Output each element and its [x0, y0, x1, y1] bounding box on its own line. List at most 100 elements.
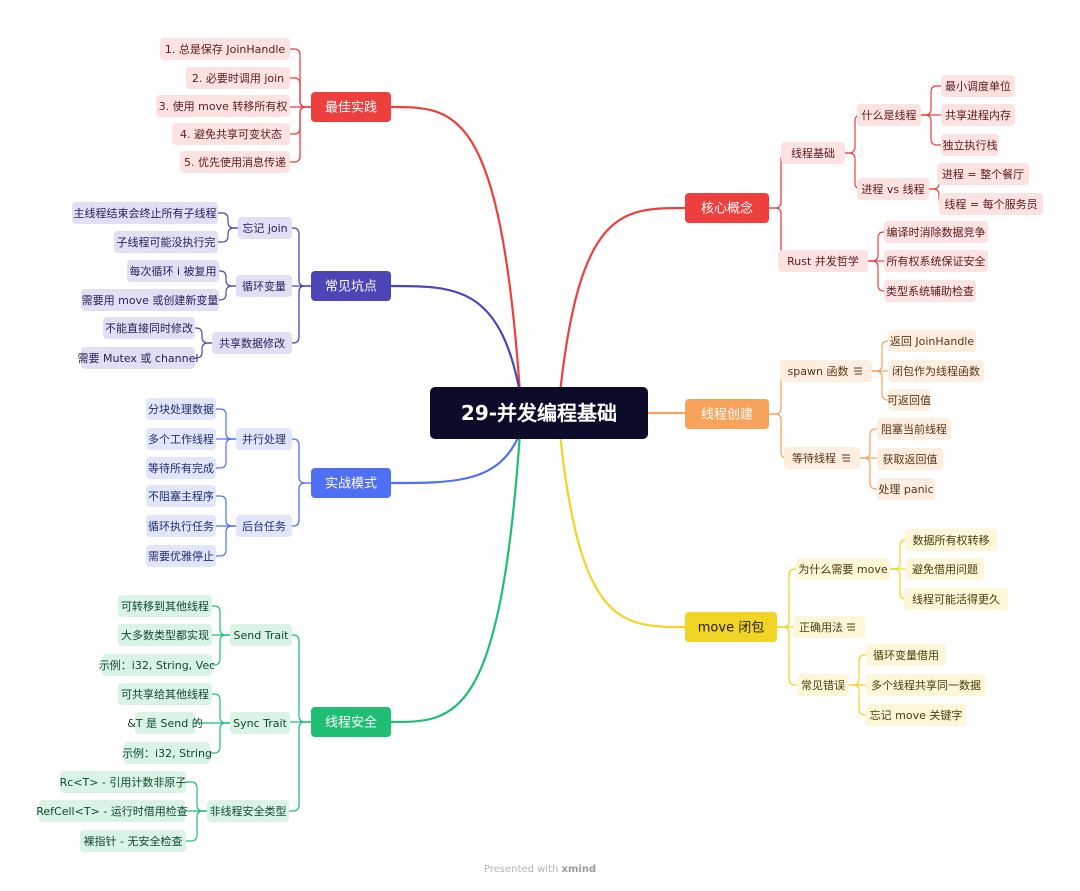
leaf-safety-bg: [124, 742, 210, 764]
footer-prefix: Presented with: [483, 864, 559, 875]
leaf-safety-bg: [60, 771, 186, 793]
leaf-core[interactable]: 所有权系统保证安全: [884, 250, 988, 272]
leaf-create-label: 可返回值: [887, 394, 931, 407]
note-icon[interactable]: [847, 623, 855, 631]
leaf-move-label: 线程可能活得更久: [912, 592, 1000, 606]
central-topic[interactable]: 29-并发编程基础: [430, 387, 648, 439]
leaf-pitfalls[interactable]: 每次循环 i 被复用: [127, 260, 219, 282]
leaf-safety-bg: [135, 712, 195, 734]
leaf-core[interactable]: 进程 vs 线程: [857, 178, 929, 200]
leaf-core-bg: [884, 250, 988, 272]
leaf-patterns[interactable]: 不阻塞主程序: [146, 485, 216, 507]
leaf-move[interactable]: 避免借用问题: [906, 558, 984, 580]
branch-create[interactable]: 线程创建: [685, 399, 769, 429]
sub-pitfalls[interactable]: 循环变量: [236, 275, 292, 297]
leaf-best[interactable]: 5. 优先使用消息传递: [180, 151, 290, 173]
branch-core[interactable]: 核心概念: [685, 193, 769, 223]
pitfalls-leaf-link: [195, 327, 212, 344]
leaf-core[interactable]: 编译时消除数据竞争: [884, 221, 988, 243]
leaf-best[interactable]: 3. 使用 move 转移所有权: [156, 95, 290, 117]
leaf-create-label: 阻塞当前线程: [881, 422, 947, 436]
leaf-patterns-label: 不阻塞主程序: [148, 489, 214, 503]
sub-pitfalls[interactable]: 共享数据修改: [212, 332, 292, 354]
leaf-core[interactable]: 什么是线程: [857, 104, 921, 126]
leaf-core[interactable]: 线程 = 每个服务员: [939, 193, 1043, 215]
leaf-create[interactable]: 处理 panic: [877, 478, 935, 500]
leaf-pitfalls[interactable]: 主线程结束会终止所有子线程: [72, 202, 218, 224]
branch-patterns[interactable]: 实战模式: [311, 468, 391, 498]
leaf-safety[interactable]: 示例：i32, String, Vec: [99, 654, 215, 676]
leaf-safety[interactable]: 裸指针 - 无安全检查: [80, 830, 186, 852]
branch-safety[interactable]: 线程安全: [311, 707, 391, 737]
branch-pitfalls[interactable]: 常见坑点: [311, 271, 391, 301]
sub-safety-bg: [230, 712, 290, 734]
note-icon[interactable]: [854, 367, 862, 375]
leaf-move[interactable]: 线程可能活得更久: [904, 588, 1008, 610]
sub-core[interactable]: 线程基础: [781, 142, 845, 164]
leaf-patterns[interactable]: 循环执行任务: [146, 515, 216, 537]
sub-safety[interactable]: Sync Trait: [230, 712, 290, 734]
leaf-core[interactable]: 最小调度单位: [941, 75, 1015, 97]
sub-patterns[interactable]: 并行处理: [236, 428, 292, 450]
sub-create[interactable]: 等待线程: [784, 447, 860, 469]
leaf-pitfalls[interactable]: 需要 Mutex 或 channel: [78, 347, 199, 369]
leaf-best[interactable]: 4. 避免共享可变状态: [172, 123, 290, 145]
sub-move[interactable]: 正确用法: [793, 616, 865, 638]
leaf-create[interactable]: 阻塞当前线程: [877, 418, 951, 440]
branch-move[interactable]: move 闭包: [685, 612, 777, 642]
sub-safety[interactable]: 非线程安全类型: [207, 800, 289, 822]
leaf-create[interactable]: 闭包作为线程函数: [888, 360, 984, 382]
leaf-pitfalls-label: 需要 Mutex 或 channel: [78, 352, 199, 365]
leaf-safety[interactable]: 可转移到其他线程: [118, 595, 212, 617]
leaf-core[interactable]: 独立执行栈: [941, 134, 999, 156]
note-icon[interactable]: [842, 454, 850, 462]
sub-core[interactable]: Rust 并发哲学: [778, 250, 868, 272]
sub-pitfalls-label: 循环变量: [242, 279, 286, 293]
move-sub-link: [777, 568, 796, 628]
leaf-patterns[interactable]: 多个工作线程: [146, 428, 216, 450]
leaf-pitfalls[interactable]: 需要用 move 或创建新变量: [81, 289, 219, 311]
leaf-core[interactable]: 类型系统辅助检查: [884, 280, 976, 302]
safety-leaf-link: [212, 693, 230, 724]
leaf-pitfalls-bg: [114, 231, 218, 253]
safety-leaf-link: [186, 810, 207, 842]
leaf-patterns-bg: [146, 485, 216, 507]
leaf-move[interactable]: 忘记 move 关键字: [866, 704, 966, 726]
leaf-safety[interactable]: Rc<T> - 引用计数非原子: [60, 771, 187, 793]
leaf-best[interactable]: 2. 必要时调用 join: [186, 67, 290, 89]
leaf-create[interactable]: 获取返回值: [877, 448, 943, 470]
core-leaf-link: [868, 231, 885, 262]
sub-move-bg: [797, 674, 849, 696]
leaf-pitfalls-bg: [81, 289, 219, 311]
sub-create[interactable]: spawn 函数: [780, 360, 872, 382]
leaf-pitfalls[interactable]: 子线程可能没执行完: [114, 231, 218, 253]
leaf-core-label: 进程 vs 线程: [861, 182, 924, 196]
leaf-move[interactable]: 数据所有权转移: [905, 529, 997, 551]
leaf-safety[interactable]: 可共享给其他线程: [118, 683, 212, 705]
sub-move[interactable]: 为什么需要 move: [796, 558, 890, 580]
sub-patterns[interactable]: 后台任务: [236, 515, 292, 537]
leaf-patterns[interactable]: 等待所有完成: [146, 457, 216, 479]
leaf-safety[interactable]: RefCell<T> - 运行时借用检查: [36, 800, 188, 822]
leaf-core[interactable]: 进程 = 整个餐厅: [937, 163, 1029, 185]
leaf-patterns[interactable]: 分块处理数据: [146, 398, 216, 420]
leaf-patterns-bg: [146, 515, 216, 537]
leaf-core[interactable]: 共享进程内存: [941, 104, 1015, 126]
leaf-create[interactable]: 可返回值: [887, 389, 931, 411]
leaf-best[interactable]: 1. 总是保存 JoinHandle: [160, 38, 290, 60]
sub-pitfalls[interactable]: 忘记 join: [238, 217, 292, 239]
sub-move[interactable]: 常见错误: [797, 674, 849, 696]
sub-safety[interactable]: Send Trait: [230, 624, 292, 646]
leaf-move[interactable]: 多个线程共享同一数据: [866, 674, 986, 696]
leaf-pitfalls[interactable]: 不能直接同时修改: [103, 317, 195, 339]
leaf-safety[interactable]: &T 是 Send 的: [127, 712, 203, 734]
leaf-safety[interactable]: 大多数类型都实现: [118, 624, 212, 646]
branch-best[interactable]: 最佳实践: [311, 92, 391, 122]
leaf-create[interactable]: 返回 JoinHandle: [888, 330, 976, 352]
leaf-safety[interactable]: 示例：i32, String: [122, 742, 212, 764]
leaf-safety-label: &T 是 Send 的: [127, 716, 203, 730]
leaf-move[interactable]: 循环变量借用: [866, 644, 946, 666]
leaf-patterns[interactable]: 需要优雅停止: [146, 545, 216, 567]
leaf-best-label: 4. 避免共享可变状态: [180, 127, 282, 141]
leaf-move-label: 避免借用问题: [912, 562, 978, 576]
